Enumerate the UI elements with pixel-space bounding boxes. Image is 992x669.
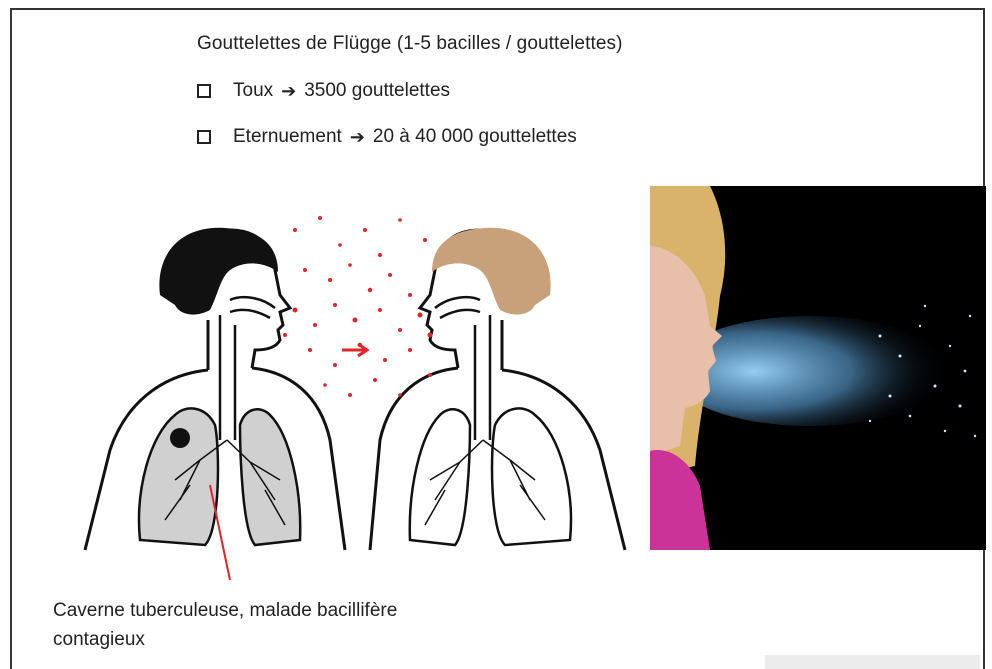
cavern-mark — [170, 428, 190, 448]
caption-line: contagieux — [53, 625, 513, 654]
bullet-label: Toux — [233, 80, 273, 102]
right-lung-shape — [410, 409, 470, 545]
bullet-value: 3500 gouttelettes — [304, 80, 450, 102]
slide-title: Gouttelettes de Flügge (1-5 bacilles / g… — [197, 33, 623, 55]
arrow-right-icon: ➔ — [281, 81, 296, 102]
droplet-cloud — [283, 216, 433, 397]
left-lung-shape — [240, 409, 300, 545]
caption-line: Caverne tuberculeuse, malade bacillifère — [53, 596, 513, 625]
corner-shade — [765, 655, 980, 669]
checkbox-bullet-icon — [197, 84, 211, 98]
bullet-sneeze: Eternuement ➔ 20 à 40 000 gouttelettes — [197, 126, 577, 148]
bullet-label: Eternuement — [233, 126, 342, 148]
arrow-right-icon: ➔ — [350, 127, 365, 148]
droplet-arrow-icon — [342, 344, 367, 356]
checkbox-bullet-icon — [197, 130, 211, 144]
sneeze-photo — [650, 186, 986, 550]
bullet-value: 20 à 40 000 gouttelettes — [373, 126, 577, 148]
caption-text: Caverne tuberculeuse, malade bacillifère… — [53, 596, 513, 654]
bullet-cough: Toux ➔ 3500 gouttelettes — [197, 80, 450, 102]
caption-pointer-line — [210, 485, 230, 580]
transmission-illustration — [80, 200, 635, 600]
